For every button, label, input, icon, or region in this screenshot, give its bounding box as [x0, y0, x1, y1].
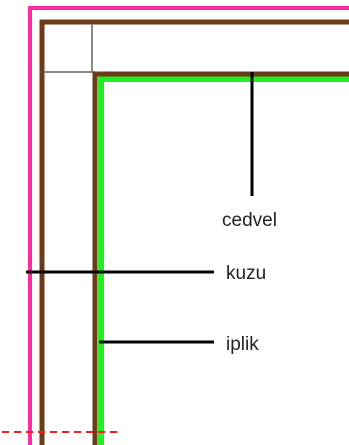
- outer-magenta-line: [28, 6, 349, 445]
- iplik-label: iplik: [226, 334, 259, 355]
- inner-brown-line: [92, 71, 349, 445]
- outer-brown-line: [39, 19, 349, 445]
- kuzu-label: kuzu: [226, 263, 266, 284]
- cedvel-label: cedvel: [222, 210, 277, 231]
- inner-green-line: [98, 76, 349, 445]
